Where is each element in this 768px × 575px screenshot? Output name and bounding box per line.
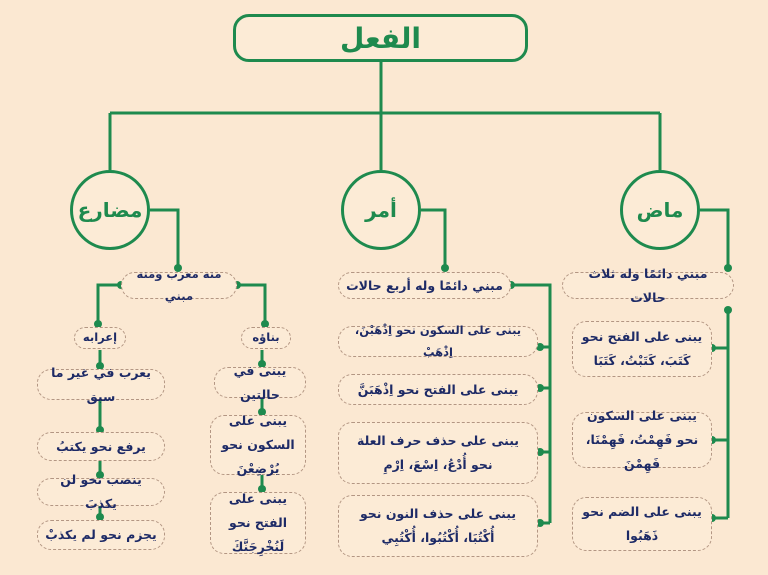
- irab-item: يعرب في غير ما سبق: [37, 365, 165, 404]
- madi-case: يبنى على السكون نحو فَهِمْتُ، فَهِمْنَا،…: [572, 408, 712, 471]
- irab-item: ينصب نحو لن يكذبَ: [37, 472, 165, 511]
- node-madi: ماض: [620, 170, 700, 250]
- amr-case: يبنى على حذف النون نحو أُكْتُبَا، أُكْتُ…: [338, 495, 538, 557]
- mudari-irab-label: إعرابه: [74, 327, 126, 349]
- madi-case: يبنى على الضم نحو ذَهَبُوا: [572, 497, 712, 551]
- root-title: الفعل: [233, 14, 528, 62]
- mudari-binaa-label: بناؤه: [241, 327, 291, 349]
- node-mudari: مضارع: [70, 170, 150, 250]
- irab-item: يرفع نحو يكتبُ: [37, 432, 165, 461]
- mudari-summary: منه معرب ومنه مبني: [121, 267, 237, 303]
- madi-summary: مبني دائمًا وله ثلاث حالات: [562, 266, 734, 305]
- amr-case: يبنى على الفتح نحو اِذْهَبَنَّ: [338, 374, 538, 405]
- amr-case: يبنى على السكون نحو اِذْهَبْنَ، اِذْهَبْ: [338, 323, 538, 359]
- amr-summary: مبني دائمًا وله أربع حالات: [338, 272, 511, 299]
- irab-item: يجزم نحو لم يكذبْ: [37, 520, 165, 550]
- binaa-item: يبنى على السكون نحو يُرْضِعْنَ: [210, 413, 306, 476]
- binaa-item: يبنى على الفتح نحو لَنُخْرِجَنَّكَ: [210, 491, 306, 554]
- binaa-item: يبنى في حالتين: [214, 363, 306, 402]
- node-amr: أمر: [341, 170, 421, 250]
- madi-case: يبنى على الفتح نحو كَتَبَ، كَتَبْتُ، كَت…: [572, 321, 712, 377]
- amr-case: يبنى على حذف حرف العلة نحو أُدْعُ، اِسْع…: [338, 422, 538, 484]
